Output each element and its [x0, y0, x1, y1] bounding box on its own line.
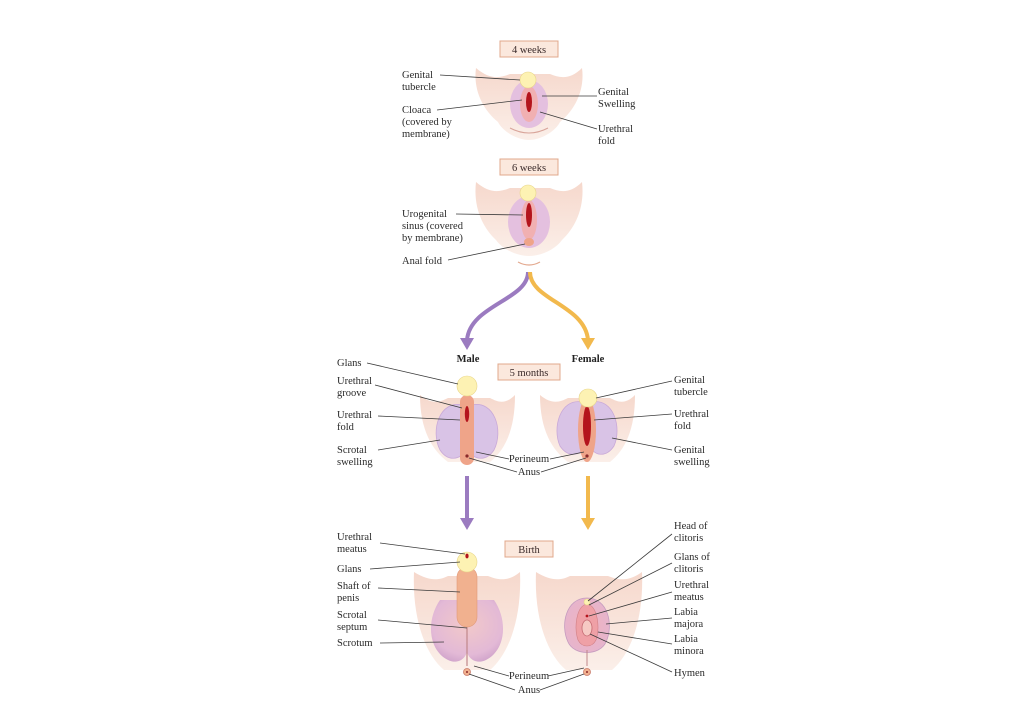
stage-birth: Birth [337, 521, 713, 696]
label-urethral-fold-5m-female: Urethral fold [674, 409, 712, 432]
stage-box-5-months [497, 363, 561, 381]
leader-lines-4-weeks [436, 74, 598, 130]
label-urethral-groove-5m-male: Urethral groove [337, 376, 375, 399]
label-anus-5m: Anus [518, 467, 540, 478]
stage-box-birth [504, 540, 554, 558]
leader-lines-birth [369, 533, 673, 691]
label-labia-majora-birth-female: Labia majora [674, 607, 703, 630]
label-genital-tubercle-4w: Genital tubercle [402, 70, 436, 93]
stage-6-weeks: 6 weeks Urogenital sinus (covered by mem… [402, 158, 583, 267]
label-genital-swelling-4w: Genital Swelling [598, 87, 636, 110]
male-heading: Male [457, 354, 480, 365]
stage-label-6-weeks: 6 weeks [512, 163, 546, 174]
leader-lines-5-months [366, 362, 673, 473]
leader-lines-6-weeks [447, 213, 526, 261]
embryo-4-weeks [475, 68, 583, 140]
label-glans-5m-male: Glans [337, 358, 362, 369]
male-arrowhead [460, 338, 474, 350]
label-scrotum-birth-male: Scrotum [337, 638, 373, 649]
label-urogenital-sinus-6w: Urogenital sinus (covered by membrane) [402, 209, 466, 244]
female-arrow [528, 271, 590, 341]
label-urethral-meatus-birth-female: Urethral meatus [674, 580, 712, 603]
stage-4-weeks: 4 weeks Genital tubercle Cloaca (covered… [402, 40, 636, 147]
label-labia-minora-birth-female: Labia minora [674, 634, 704, 657]
female-arrowhead [581, 338, 595, 350]
label-urethral-meatus-birth-male: Urethral meatus [337, 532, 375, 555]
label-urethral-fold-5m-male: Urethral fold [337, 410, 375, 433]
down-arrows [460, 476, 595, 530]
stage-label-4-weeks: 4 weeks [512, 45, 546, 56]
label-anus-birth: Anus [518, 685, 540, 696]
female-heading: Female [572, 354, 605, 365]
stage-label-5-months: 5 months [510, 368, 549, 379]
label-cloaca-4w: Cloaca (covered by membrane) [402, 105, 454, 140]
stage-label-birth: Birth [518, 545, 540, 556]
stage-5-months: 5 months [337, 358, 712, 478]
embryo-6-weeks [475, 182, 583, 266]
stage-box-6-weeks [499, 158, 559, 176]
male-5-months-figure [420, 375, 515, 465]
label-perineum-5m: Perineum [509, 454, 549, 465]
label-anal-fold-6w: Anal fold [402, 256, 443, 267]
stage-box-4-weeks [499, 40, 559, 58]
split-arrows [460, 271, 595, 350]
label-urethral-fold-4w: Urethral fold [598, 124, 636, 147]
label-scrotal-swelling-5m-male: Scrotal swelling [337, 445, 373, 468]
male-birth-figure [413, 551, 521, 676]
label-glans-clitoris-birth-female: Glans of clitoris [674, 552, 713, 575]
label-shaft-birth-male: Shaft of penis [337, 581, 373, 604]
label-hymen-birth-female: Hymen [674, 668, 706, 679]
female-birth-figure [535, 572, 643, 676]
male-down-arrowhead [460, 518, 474, 530]
label-glans-birth-male: Glans [337, 564, 362, 575]
label-scrotal-septum-birth-male: Scrotal septum [337, 610, 369, 633]
label-genital-swelling-5m-female: Genital swelling [674, 445, 710, 468]
label-perineum-birth: Perineum [509, 671, 549, 682]
male-arrow [465, 271, 530, 341]
female-5-months-figure [540, 388, 635, 462]
female-down-arrowhead [581, 518, 595, 530]
label-genital-tubercle-5m-female: Genital tubercle [674, 375, 708, 398]
label-head-clitoris-birth-female: Head of clitoris [674, 521, 710, 544]
